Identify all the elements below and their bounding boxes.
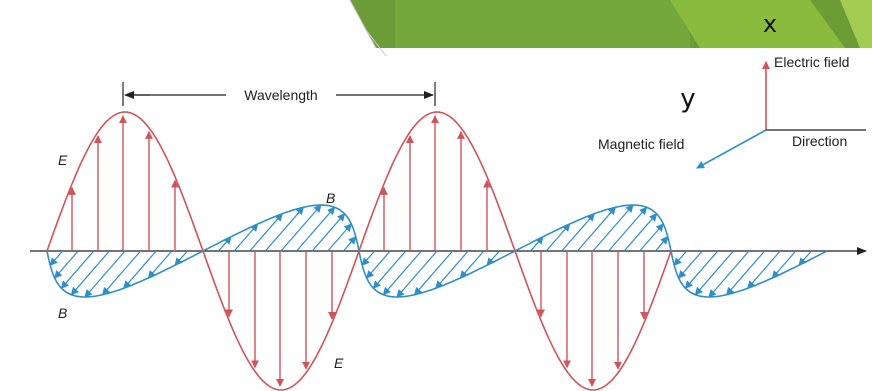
electric-field-curve bbox=[46, 111, 672, 391]
magnetic-field-arrow bbox=[623, 213, 658, 252]
header-banner bbox=[349, 0, 872, 57]
magnetic-field-arrow bbox=[639, 223, 664, 252]
magnetic-field-arrow bbox=[60, 250, 95, 289]
magnetic-field-arrow bbox=[678, 250, 703, 279]
magnetic-field-arrow bbox=[413, 250, 454, 296]
magnetic-field-arrow bbox=[771, 250, 797, 279]
y-axis-label: y bbox=[680, 84, 695, 114]
field-axes-legend bbox=[696, 61, 866, 169]
magnetic-field-arrow bbox=[592, 204, 634, 252]
magnetic-field-lobe bbox=[670, 250, 828, 298]
magnetic-field-arrow bbox=[342, 236, 357, 252]
magnetic-field-arrow bbox=[459, 250, 485, 279]
magnetic-field-arrow bbox=[249, 213, 283, 252]
magnetic-field-label: Magnetic field bbox=[598, 136, 684, 152]
magnetic-field-arrow bbox=[311, 213, 346, 252]
magnetic-field-arrow bbox=[264, 206, 305, 252]
b-label-top: B bbox=[326, 190, 335, 206]
magnetic-field-arrow bbox=[694, 250, 734, 296]
magnetic-field-arrow bbox=[747, 250, 781, 289]
magnetic-field-arrow bbox=[84, 250, 126, 298]
magnetic-field-arrow bbox=[218, 236, 232, 252]
magnetic-field-arrow bbox=[486, 250, 500, 266]
direction-label: Direction bbox=[792, 133, 847, 149]
magnetic-field-lobe bbox=[358, 250, 516, 298]
magnetic-field-axis bbox=[696, 129, 767, 169]
magnetic-field-wave bbox=[46, 204, 828, 298]
magnetic-field-arrow bbox=[708, 250, 750, 298]
magnetic-field-arrow bbox=[673, 250, 688, 266]
magnetic-field-arrow bbox=[54, 250, 79, 279]
magnetic-field-arrow bbox=[174, 250, 188, 266]
magnetic-field-arrow bbox=[684, 250, 719, 289]
b-label-bottom: B bbox=[58, 305, 67, 321]
e-label-bottom: E bbox=[334, 355, 344, 371]
e-label-top: E bbox=[58, 152, 68, 168]
magnetic-field-arrow bbox=[366, 250, 391, 279]
header-x-label: x bbox=[763, 10, 777, 38]
wavelength-indicator bbox=[122, 82, 436, 106]
magnetic-field-arrow bbox=[233, 223, 259, 252]
magnetic-field-lobe bbox=[46, 250, 204, 298]
magnetic-field-arrow bbox=[123, 250, 157, 289]
magnetic-field-arrow bbox=[361, 250, 376, 266]
magnetic-field-arrow bbox=[435, 250, 469, 289]
magnetic-field-arrow bbox=[101, 250, 142, 296]
magnetic-field-arrow bbox=[725, 250, 766, 296]
magnetic-field-arrow bbox=[561, 213, 595, 252]
magnetic-field-arrow bbox=[147, 250, 173, 279]
magnetic-field-arrow bbox=[280, 204, 322, 252]
magnetic-field-arrow bbox=[327, 223, 352, 252]
magnetic-field-arrow bbox=[608, 206, 648, 252]
magnetic-field-arrow bbox=[296, 206, 336, 252]
magnetic-field-arrow bbox=[798, 250, 812, 266]
magnetic-field-arrow bbox=[576, 206, 617, 252]
magnetic-field-lobe bbox=[202, 204, 360, 252]
magnetic-field-arrow bbox=[382, 250, 422, 296]
electric-field-wave bbox=[46, 111, 672, 391]
wavelength-label: Wavelength bbox=[244, 87, 317, 103]
magnetic-field-arrow bbox=[545, 223, 571, 252]
magnetic-field-lobe bbox=[514, 204, 672, 252]
magnetic-field-arrow bbox=[49, 250, 64, 266]
magnetic-field-arrow bbox=[530, 236, 544, 252]
magnetic-field-arrow bbox=[654, 236, 669, 252]
electric-field-label: Electric field bbox=[774, 54, 849, 70]
magnetic-field-arrow bbox=[372, 250, 407, 289]
magnetic-field-arrow bbox=[396, 250, 438, 298]
magnetic-field-arrow bbox=[70, 250, 110, 296]
